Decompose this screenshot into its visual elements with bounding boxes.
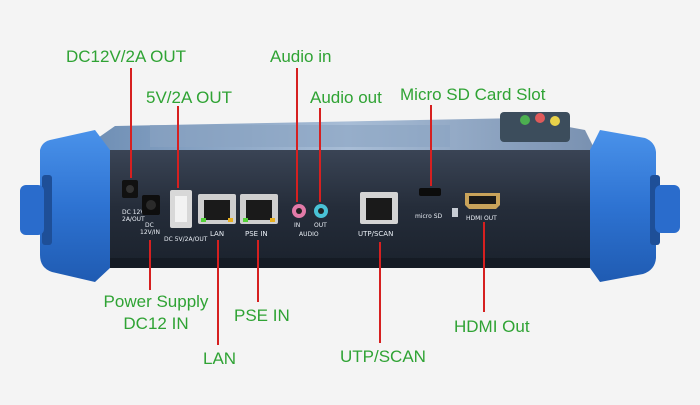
svg-text:UTP/SCAN: UTP/SCAN	[358, 230, 393, 238]
micro-sd-slot: micro SD	[415, 188, 458, 220]
svg-text:2A/OUT: 2A/OUT	[122, 216, 145, 223]
callout-dc-out: DC12V/2A OUT	[66, 47, 186, 66]
svg-text:HDMI OUT: HDMI OUT	[466, 215, 497, 222]
callout-utp-scan: UTP/SCAN	[340, 347, 426, 366]
audio-jacks: IN OUT AUDIO	[292, 204, 328, 238]
svg-text:12V/IN: 12V/IN	[140, 229, 160, 236]
svg-text:micro SD: micro SD	[415, 213, 443, 220]
svg-text:OUT: OUT	[314, 222, 327, 229]
callout-power-line2: DC12 IN	[123, 314, 189, 333]
svg-text:DC: DC	[145, 222, 154, 229]
dc-out-port: DC 12V 2A/OUT	[122, 180, 145, 223]
svg-text:PSE IN: PSE IN	[245, 230, 268, 238]
callout-power-supply: Power Supply DC12 IN	[98, 291, 214, 335]
svg-text:AUDIO: AUDIO	[299, 231, 319, 238]
svg-text:DC 5V/2A/OUT: DC 5V/2A/OUT	[164, 236, 208, 243]
callout-micro-sd: Micro SD Card Slot	[400, 85, 546, 104]
pse-in-port: PSE IN	[240, 194, 278, 238]
callout-lan: LAN	[203, 349, 237, 368]
callout-usb-out: 5V/2A OUT	[146, 88, 232, 107]
dc-in-port: DC 12V/IN	[140, 195, 160, 236]
callout-lines	[130, 68, 485, 345]
utp-scan-port: UTP/SCAN	[358, 192, 398, 238]
hdmi-port: HDMI OUT	[465, 193, 500, 222]
svg-text:DC 12V: DC 12V	[122, 209, 145, 216]
callout-hdmi-out: HDMI Out	[454, 317, 530, 336]
callout-pse-in: PSE IN	[234, 306, 290, 325]
usb-port: DC 5V/2A/OUT	[164, 190, 208, 243]
right-bumper	[590, 130, 680, 282]
callout-audio-out: Audio out	[310, 88, 382, 107]
left-bumper	[20, 130, 110, 282]
screen-top	[95, 112, 600, 160]
svg-text:LAN: LAN	[210, 230, 224, 238]
callout-audio-in: Audio in	[270, 47, 332, 66]
lan-port: LAN	[198, 194, 236, 238]
device-body	[90, 150, 610, 265]
svg-text:IN: IN	[294, 222, 300, 229]
callout-power-line1: Power Supply	[103, 292, 209, 311]
